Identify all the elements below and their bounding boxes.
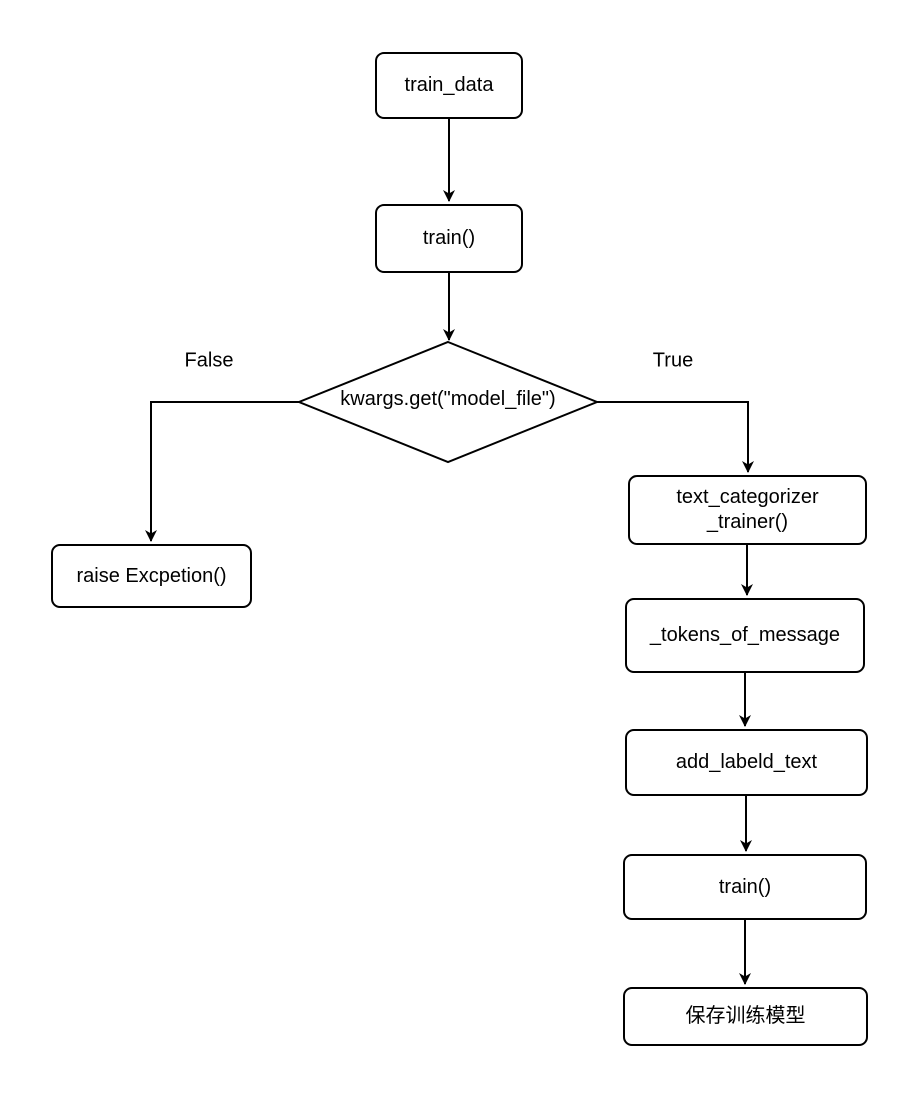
- node-tokens-of-message: _tokens_of_message: [625, 598, 865, 673]
- node-train-data: train_data: [375, 52, 523, 119]
- node-add-labeld-text: add_labeld_text: [625, 729, 868, 796]
- node-train-call-2: train(): [623, 854, 867, 920]
- node-raise-exception: raise Excpetion(): [51, 544, 252, 608]
- node-train-call: train(): [375, 204, 523, 273]
- node-decision-label: kwargs.get("model_file"): [340, 388, 556, 410]
- edge-label-true: True: [650, 349, 696, 373]
- edge-label-false: False: [182, 349, 236, 373]
- node-save-trained-model: 保存训练模型: [623, 987, 868, 1046]
- edge-decision-false-to-raise-exception: [145, 401, 299, 542]
- decision-diamond-shape: [296, 340, 600, 464]
- node-text-categorizer-trainer: text_categorizer _trainer(): [628, 475, 867, 545]
- edge-decision-true-to-text-categorizer: [597, 401, 754, 473]
